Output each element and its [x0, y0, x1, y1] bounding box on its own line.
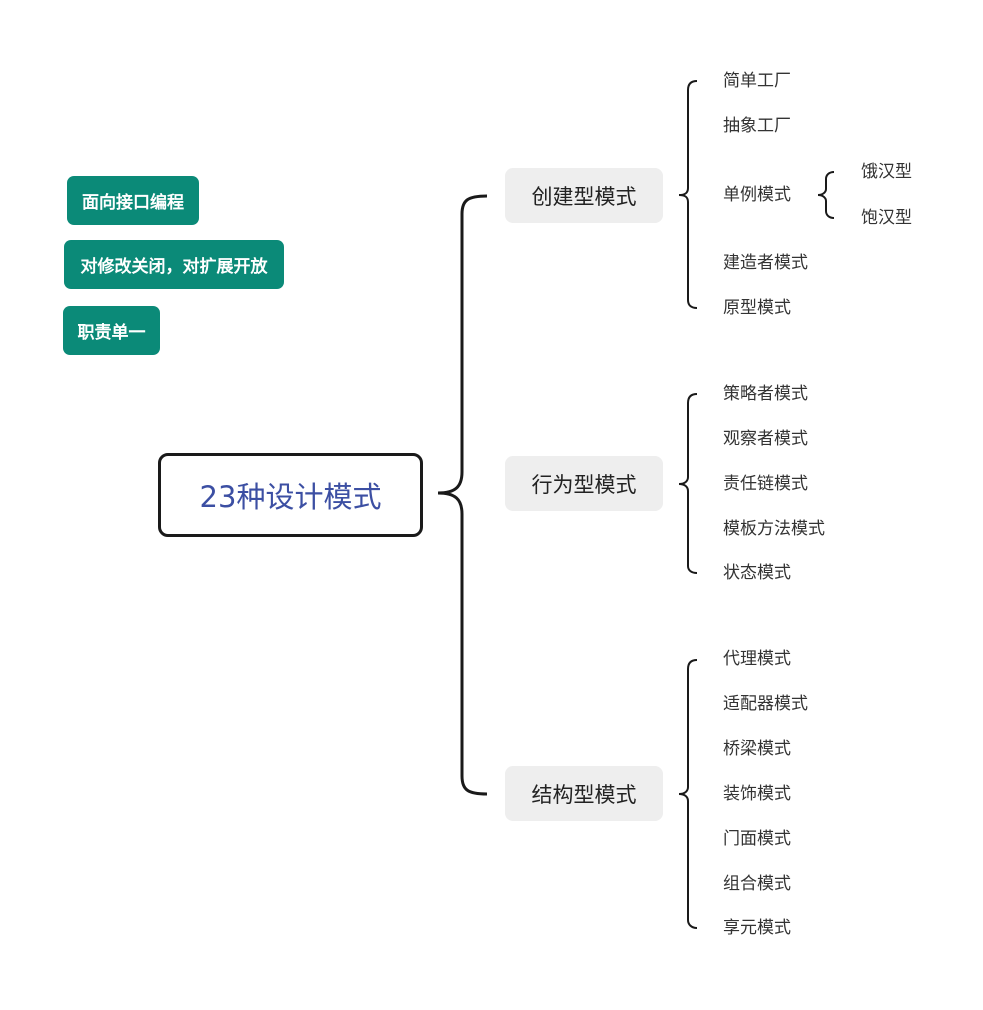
leaf-state: 状态模式 [723, 563, 791, 583]
category-behavioral: 行为型模式 [505, 456, 663, 511]
leaf-facade: 门面模式 [723, 829, 791, 849]
category-structural: 结构型模式 [505, 766, 663, 821]
leaf-abstract-factory: 抽象工厂 [723, 116, 791, 136]
creational-brace [678, 80, 698, 309]
behavioral-brace [678, 393, 698, 574]
category-creational: 创建型模式 [505, 168, 663, 223]
root-brace [437, 194, 488, 796]
leaf-composite: 组合模式 [723, 874, 791, 894]
leaf-template-method: 模板方法模式 [723, 519, 825, 539]
leaf-bridge: 桥梁模式 [723, 739, 791, 759]
leaf-observer: 观察者模式 [723, 429, 808, 449]
leaf-adapter: 适配器模式 [723, 694, 808, 714]
leaf-chain-of-responsibility: 责任链模式 [723, 474, 808, 494]
leaf-decorator: 装饰模式 [723, 784, 791, 804]
root-node: 23种设计模式 [158, 453, 423, 537]
principle-open-closed: 对修改关闭，对扩展开放 [64, 240, 284, 289]
leaf-singleton-eager: 饿汉型 [861, 162, 912, 182]
leaf-builder: 建造者模式 [723, 253, 808, 273]
leaf-singleton: 单例模式 [723, 185, 791, 205]
leaf-proxy: 代理模式 [723, 649, 791, 669]
leaf-simple-factory: 简单工厂 [723, 71, 791, 91]
leaf-prototype: 原型模式 [723, 298, 791, 318]
leaf-flyweight: 享元模式 [723, 918, 791, 938]
principle-interface-programming: 面向接口编程 [67, 176, 199, 225]
singleton-brace [817, 171, 835, 219]
leaf-singleton-lazy: 饱汉型 [861, 208, 912, 228]
leaf-strategy: 策略者模式 [723, 384, 808, 404]
principle-single-responsibility: 职责单一 [63, 306, 160, 355]
structural-brace [678, 659, 698, 929]
